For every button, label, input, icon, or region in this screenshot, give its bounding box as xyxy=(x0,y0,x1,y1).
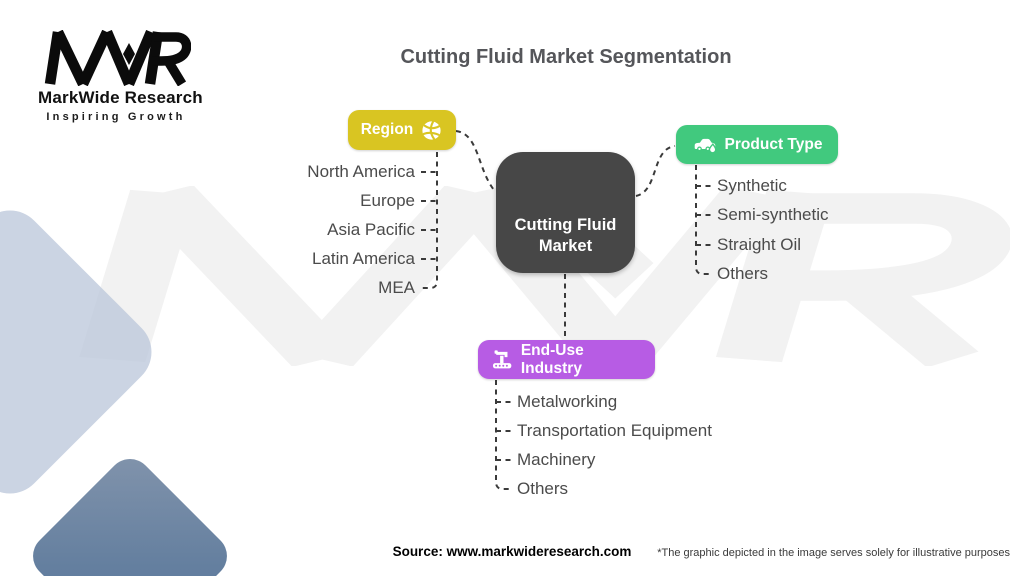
branch-node-region: Region xyxy=(348,110,456,150)
leaf-enduse-others: Others xyxy=(517,479,569,498)
leaf-semi-synthetic: Semi-synthetic xyxy=(717,205,829,224)
leaf-product-others: Others xyxy=(717,264,769,283)
page-title: Cutting Fluid Market Segmentation xyxy=(400,46,732,68)
brand-logo: MarkWide Research Inspiring Growth xyxy=(38,30,203,123)
brand-tagline: Inspiring Growth xyxy=(46,111,186,123)
leaf-latin-america: Latin America xyxy=(312,249,415,268)
leaf-synthetic: Synthetic xyxy=(717,176,787,195)
car-oil-drop-icon xyxy=(694,138,716,153)
globe-icon xyxy=(422,120,441,140)
brand-name: MarkWide Research xyxy=(38,88,203,107)
branch-node-region-label: Region xyxy=(360,121,414,138)
leaf-north-america: North America xyxy=(307,162,415,181)
center-node-cutting-fluid-market: Cutting Fluid Market xyxy=(496,152,635,273)
center-node-label-line2: Market xyxy=(538,236,593,255)
center-node-label-line1: Cutting Fluid xyxy=(514,215,617,234)
branch-node-end-use-industry-label: End-Use Industry xyxy=(520,341,584,377)
leaf-transportation-equipment: Transportation Equipment xyxy=(517,421,712,440)
leaf-mea: MEA xyxy=(378,278,415,297)
branch-node-product-type-label: Product Type xyxy=(724,135,823,153)
leaf-europe: Europe xyxy=(360,191,415,210)
branch-node-end-use-industry: End-Use Industry xyxy=(478,340,655,379)
source-line: Source: www.markwideresearch.com xyxy=(392,544,632,559)
leaf-machinery: Machinery xyxy=(517,450,596,469)
nwr-monogram-icon xyxy=(40,30,192,86)
robot-machinery-icon xyxy=(492,350,512,369)
leaf-straight-oil: Straight Oil xyxy=(717,235,802,254)
branch-node-product-type: Product Type xyxy=(676,125,838,164)
leaf-asia-pacific: Asia Pacific xyxy=(327,220,415,239)
disclaimer-note: *The graphic depicted in the image serve… xyxy=(657,547,1010,559)
leaf-metalworking: Metalworking xyxy=(517,392,618,411)
